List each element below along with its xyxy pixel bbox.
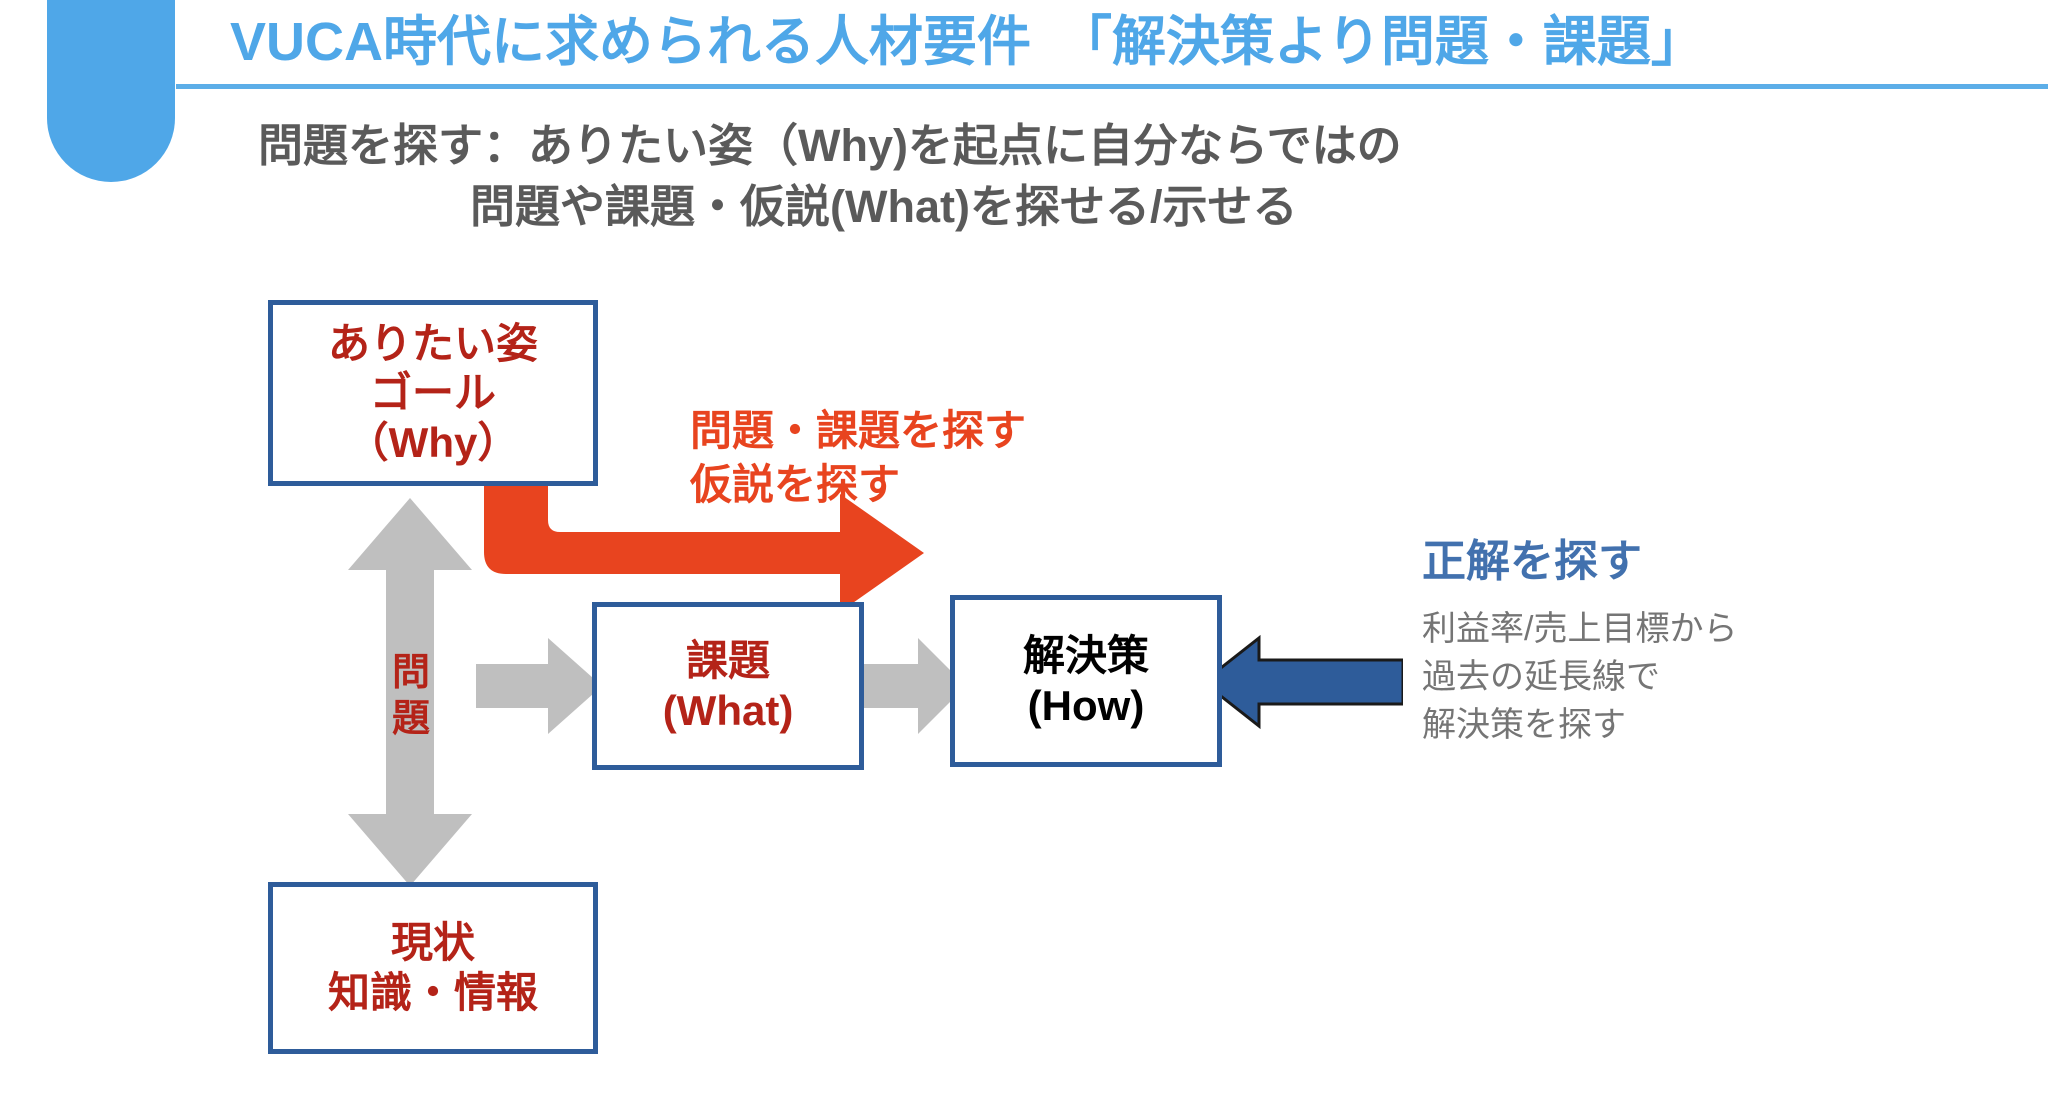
problem-gap-label-char1: 問 bbox=[391, 652, 430, 694]
box-genjou-current-state[interactable]: 現状 知識・情報 bbox=[268, 882, 598, 1054]
gray-arrow-why-to-what bbox=[476, 638, 602, 734]
box-how-line-1: 解決策 bbox=[1022, 632, 1149, 680]
right-annotation-block: 正解を探す 利益率/売上目標から 過去の延長線で 解決策を探す bbox=[1422, 536, 1737, 750]
header-divider-line bbox=[176, 84, 2048, 89]
box-arital-i-sugata-why[interactable]: ありたい姿 ゴール （Why） bbox=[268, 300, 598, 486]
gray-double-arrow-vertical bbox=[348, 498, 472, 886]
right-note-body-line-3: 解決策を探す bbox=[1422, 706, 1626, 745]
slide-title: VUCA時代に求められる人材要件 「解決策より問題・課題」 bbox=[230, 12, 1705, 72]
orange-elbow-arrow-why-to-how bbox=[484, 470, 924, 612]
orange-label-line-2: 仮説を探す bbox=[690, 460, 901, 508]
box-why-line-1: ありたい姿 bbox=[327, 319, 538, 367]
subtitle-line-2: 問題や課題・仮説(What)を探せる/示せる bbox=[470, 180, 1298, 232]
box-how-line-2: (How) bbox=[1027, 682, 1145, 729]
problem-gap-label-char2: 題 bbox=[391, 698, 430, 741]
slide-subtitle: 問題を探す：ありたい姿（Why)を起点に自分ならではの 問題や課題・仮説(Wha… bbox=[258, 116, 1402, 238]
orange-label-line-1: 問題・課題を探す bbox=[690, 407, 1027, 454]
box-what-line-1: 課題 bbox=[685, 637, 770, 685]
box-kaiketsusaku-how[interactable]: 解決策 (How) bbox=[950, 595, 1222, 767]
box-what-line-2: (What) bbox=[662, 687, 794, 734]
right-note-body-line-1: 利益率/売上目標から bbox=[1422, 609, 1738, 648]
box-kadai-what[interactable]: 課題 (What) bbox=[592, 602, 864, 770]
box-why-line-3: （Why） bbox=[346, 418, 520, 466]
blue-arrow-pointing-to-how bbox=[1203, 634, 1403, 730]
box-current-line-1: 現状 bbox=[390, 919, 475, 967]
orange-search-problem-label: 問題・課題を探す 仮説を探す bbox=[690, 404, 1026, 512]
right-note-heading: 正解を探す bbox=[1422, 537, 1642, 586]
box-why-line-2: ゴール bbox=[369, 369, 496, 417]
subtitle-line-1: 問題を探す：ありたい姿（Why)を起点に自分ならではの bbox=[258, 120, 1402, 171]
right-note-body-line-2: 過去の延長線で bbox=[1422, 658, 1660, 697]
gray-arrow-what-to-how bbox=[856, 638, 966, 734]
accent-bar-decoration bbox=[47, 0, 175, 182]
box-current-line-2: 知識・情報 bbox=[327, 969, 538, 1016]
problem-gap-label: 問 題 bbox=[388, 650, 434, 743]
right-note-body: 利益率/売上目標から 過去の延長線で 解決策を探す bbox=[1422, 605, 1737, 750]
